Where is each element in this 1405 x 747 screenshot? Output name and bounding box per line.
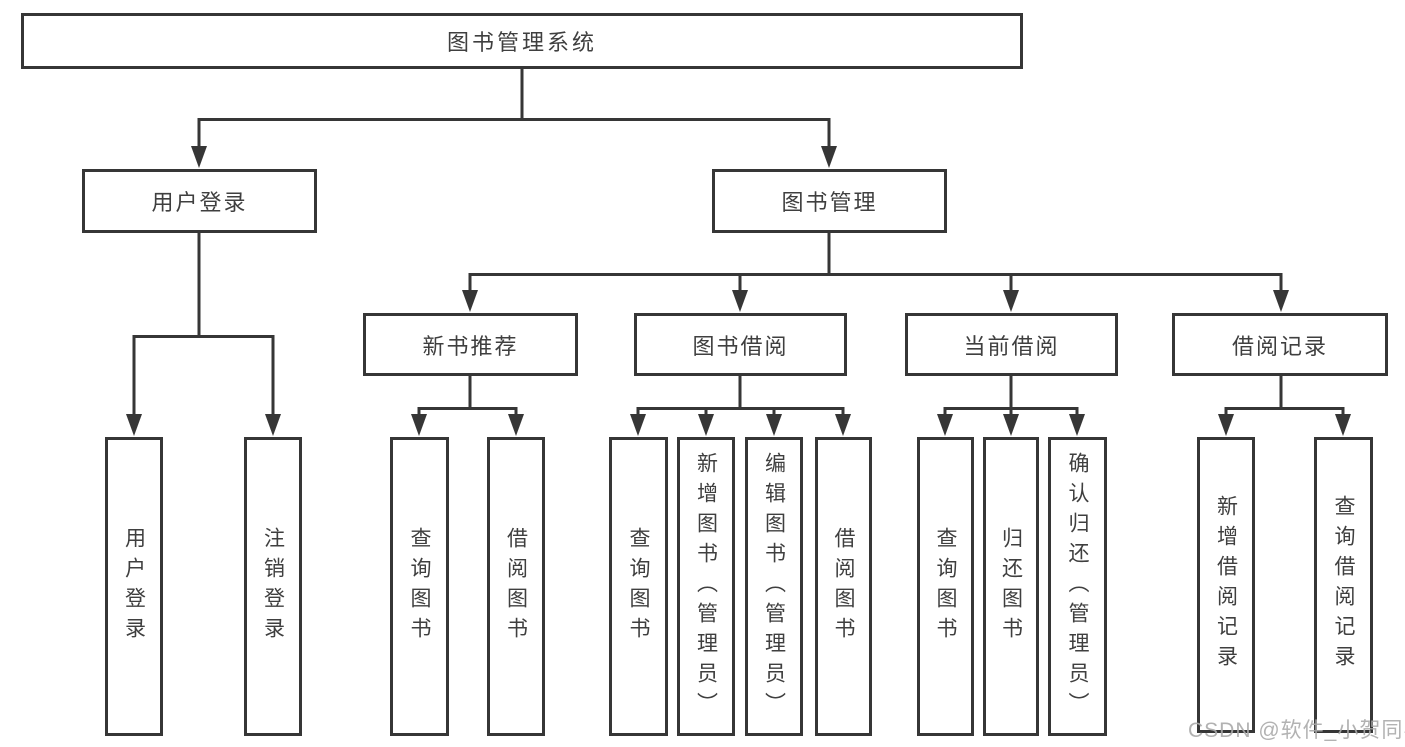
leaf-logout: 注销登录 [244,437,302,736]
leaf-newbook-query-books: 查询图书 [390,437,449,736]
node-borrowing-records: 借阅记录 [1172,313,1388,376]
leaf-label: 借阅图书 [504,526,528,647]
arrowhead [1069,414,1085,436]
arrowhead [1003,414,1019,436]
leaf-return-books: 归还图书 [983,437,1039,736]
connector-new-book-splitter [417,407,518,422]
node-user-login: 用户登录 [82,169,317,233]
arrowhead [1218,414,1234,436]
leaf-add-books-admin: 新增图书（管理员） [677,437,735,736]
arrowhead [835,414,851,436]
arrowhead [821,146,837,168]
arrowhead [411,414,427,436]
leaf-confirm-return-admin: 确认归还（管理员） [1048,437,1107,736]
leaf-label: 新增借阅记录 [1214,495,1238,675]
arrowhead [126,414,142,436]
arrowhead [462,290,478,312]
arrowhead [265,414,281,436]
leaf-label: 查询图书 [408,526,431,647]
arrowhead [766,414,782,436]
leaf-label: 借阅图书 [832,526,855,647]
node-book-management: 图书管理 [712,169,947,233]
arrowhead [732,290,748,312]
connector-level3-splitter [468,273,1283,298]
leaf-user-login: 用户登录 [105,437,163,736]
leaf-label: 新增图书（管理员） [694,451,718,722]
node-library-management-system: 图书管理系统 [21,13,1023,69]
leaf-borrowing-query-books: 查询图书 [609,437,668,736]
arrowhead [698,414,714,436]
connector-borrow-records-splitter [1224,407,1345,422]
arrowhead [1003,290,1019,312]
connector-book-borrow-splitter [636,407,845,422]
arrowhead [1335,414,1351,436]
leaf-label: 归还图书 [999,526,1023,647]
leaf-label: 注销登录 [261,526,285,647]
leaf-label: 用户登录 [122,526,146,647]
leaf-query-borrow-record: 查询借阅记录 [1314,437,1373,733]
node-book-borrowing: 图书借阅 [634,313,847,376]
leaf-label: 查询借阅记录 [1332,495,1355,675]
leaf-edit-books-admin: 编辑图书（管理员） [745,437,803,736]
arrowhead [937,414,953,436]
arrowhead [1273,290,1289,312]
leaf-label: 确认归还（管理员） [1066,451,1089,722]
leaf-borrowing-borrow-books: 借阅图书 [815,437,872,736]
arrowhead [191,146,207,168]
connector-level2-splitter [197,118,831,153]
leaf-label: 查询图书 [934,526,957,647]
leaf-label: 查询图书 [627,526,650,647]
node-new-book-recommendation: 新书推荐 [363,313,578,376]
node-current-borrowing: 当前借阅 [905,313,1118,376]
leaf-newbook-borrow-books: 借阅图书 [487,437,545,736]
csdn-watermark: CSDN @软件_小贺同学 [1188,719,1405,742]
leaf-label: 编辑图书（管理员） [762,451,786,722]
leaf-current-query-books: 查询图书 [917,437,974,736]
arrowhead [630,414,646,436]
connector-user-login-splitter [132,335,275,422]
leaf-add-borrow-record: 新增借阅记录 [1197,437,1255,733]
arrowhead [508,414,524,436]
connector-current-borrow-splitter [943,407,1079,422]
